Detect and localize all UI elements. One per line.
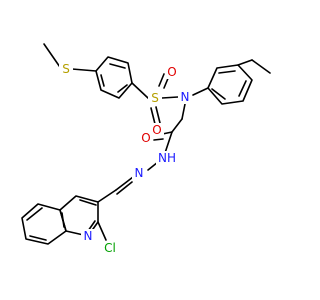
atom-labels: S S O O N O NH N N Cl [59,62,192,255]
imine-nitrogen-atom: N [135,166,144,180]
bond-lines [21,43,271,245]
chlorine-atom: Cl [104,241,116,255]
sulfonyl-oxygen-left: O [152,123,161,137]
sulfonyl-oxygen-right: O [167,65,176,79]
molecule-structure: S S O O N O NH N N Cl [21,43,271,255]
sulfide-sulfur-atom: S [62,62,70,76]
carbonyl-oxygen-atom: O [141,131,150,145]
sulfonamide-nitrogen-atom: N [181,90,190,104]
quinoline-nitrogen-atom: N [84,229,93,243]
hydrazide-nh-atom: NH [158,151,176,165]
sulfonyl-sulfur-atom: S [151,91,159,105]
